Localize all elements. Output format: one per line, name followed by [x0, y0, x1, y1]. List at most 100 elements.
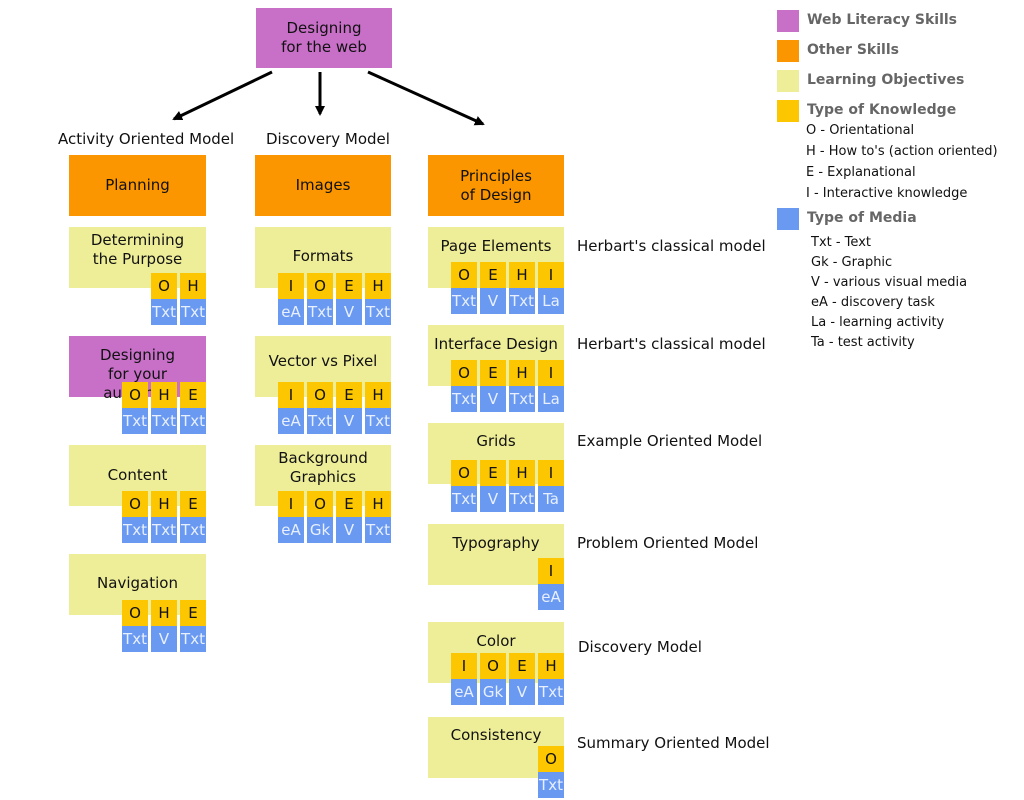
knowledge-cell: E: [509, 653, 535, 679]
knowledge-cell: O: [307, 491, 333, 517]
legend-swatch-type-of-media: [777, 208, 799, 230]
knowledge-cell: E: [480, 460, 506, 486]
media-cell: Txt: [365, 408, 391, 434]
media-cell: Txt: [180, 408, 206, 434]
media-cell: Txt: [122, 517, 148, 543]
legend-knowledge-e: E - Explanational: [806, 165, 916, 180]
knowledge-cell: E: [480, 262, 506, 288]
media-cell: Txt: [180, 517, 206, 543]
legend-swatch-web-literacy: [777, 10, 799, 32]
knowledge-cell: I: [451, 653, 477, 679]
model-label-page-elements: Herbart's classical model: [577, 237, 766, 255]
media-cell: eA: [451, 679, 477, 705]
knowledge-cell: I: [538, 558, 564, 584]
media-cell: V: [509, 679, 535, 705]
legend-media-ea: eA - discovery task: [811, 295, 935, 310]
legend-media-la: La - learning activity: [811, 315, 945, 330]
knowledge-cell: I: [278, 273, 304, 299]
knowledge-cell: E: [336, 382, 362, 408]
media-cell: Txt: [451, 486, 477, 512]
knowledge-cell: O: [480, 653, 506, 679]
header-principles-of-design: Principles of Design: [428, 155, 564, 216]
media-cell: Txt: [307, 299, 333, 325]
media-cell: Txt: [451, 288, 477, 314]
media-cell: Txt: [538, 772, 564, 798]
knowledge-cell: E: [480, 360, 506, 386]
media-cell: Ta: [538, 486, 564, 512]
legend-media-v: V - various visual media: [811, 275, 968, 290]
legend-label-type-of-knowledge: Type of Knowledge: [807, 102, 957, 118]
knowledge-cell: H: [151, 600, 177, 626]
legend-label-type-of-media: Type of Media: [807, 210, 917, 226]
media-cell: Txt: [365, 517, 391, 543]
media-cell: V: [336, 408, 362, 434]
media-cell: Txt: [451, 386, 477, 412]
media-cell: V: [480, 288, 506, 314]
knowledge-cell: H: [365, 273, 391, 299]
media-cell: Gk: [480, 679, 506, 705]
legend-swatch-learning-objectives: [777, 70, 799, 92]
media-cell: Txt: [538, 679, 564, 705]
arrow-to-activity-model: [172, 70, 273, 121]
media-cell: Txt: [307, 408, 333, 434]
node-interface-design: Interface Design: [428, 325, 564, 386]
media-cell: Txt: [180, 299, 206, 325]
header-images: Images: [255, 155, 391, 216]
media-cell: La: [538, 386, 564, 412]
knowledge-cell: O: [451, 262, 477, 288]
knowledge-cell: O: [122, 382, 148, 408]
knowledge-cell: H: [151, 491, 177, 517]
knowledge-cell: H: [365, 491, 391, 517]
media-cell: eA: [278, 299, 304, 325]
model-label-interface-design: Herbart's classical model: [577, 335, 766, 353]
media-cell: Txt: [151, 517, 177, 543]
media-cell: V: [336, 299, 362, 325]
media-cell: eA: [538, 584, 564, 610]
knowledge-cell: H: [509, 460, 535, 486]
media-cell: Txt: [151, 299, 177, 325]
knowledge-cell: H: [509, 262, 535, 288]
knowledge-cell: I: [538, 262, 564, 288]
media-cell: V: [151, 626, 177, 652]
media-cell: Txt: [509, 486, 535, 512]
model-label-consistency: Summary Oriented Model: [577, 734, 770, 752]
legend-label-web-literacy: Web Literacy Skills: [807, 12, 958, 28]
knowledge-cell: E: [180, 382, 206, 408]
knowledge-cell: O: [538, 746, 564, 772]
knowledge-cell: E: [180, 600, 206, 626]
media-cell: La: [538, 288, 564, 314]
knowledge-cell: O: [307, 382, 333, 408]
root-node: Designing for the web: [256, 8, 392, 68]
legend-knowledge-o: O - Orientational: [806, 123, 915, 138]
media-cell: Txt: [122, 408, 148, 434]
knowledge-cell: O: [307, 273, 333, 299]
column-label-discovery-model: Discovery Model: [266, 130, 390, 148]
model-label-color: Discovery Model: [578, 638, 702, 656]
legend-media-ta: Ta - test activity: [811, 335, 915, 350]
knowledge-cell: H: [180, 273, 206, 299]
media-cell: Gk: [307, 517, 333, 543]
column-label-activity-model: Activity Oriented Model: [58, 130, 235, 148]
knowledge-cell: E: [336, 491, 362, 517]
media-cell: V: [480, 486, 506, 512]
knowledge-cell: H: [365, 382, 391, 408]
knowledge-cell: E: [180, 491, 206, 517]
arrow-to-principles: [367, 70, 485, 126]
model-label-grids: Example Oriented Model: [577, 432, 763, 450]
legend-media-gk: Gk - Graphic: [811, 255, 893, 270]
media-cell: V: [336, 517, 362, 543]
media-cell: Txt: [151, 408, 177, 434]
knowledge-cell: O: [151, 273, 177, 299]
legend-knowledge-h: H - How to's (action oriented): [806, 144, 998, 159]
media-cell: Txt: [509, 386, 535, 412]
knowledge-cell: I: [538, 460, 564, 486]
knowledge-cell: O: [451, 360, 477, 386]
media-cell: eA: [278, 408, 304, 434]
media-cell: Txt: [122, 626, 148, 652]
knowledge-cell: H: [151, 382, 177, 408]
legend-swatch-type-of-knowledge: [777, 100, 799, 122]
media-cell: eA: [278, 517, 304, 543]
knowledge-cell: O: [122, 491, 148, 517]
knowledge-cell: H: [538, 653, 564, 679]
header-planning: Planning: [69, 155, 206, 216]
